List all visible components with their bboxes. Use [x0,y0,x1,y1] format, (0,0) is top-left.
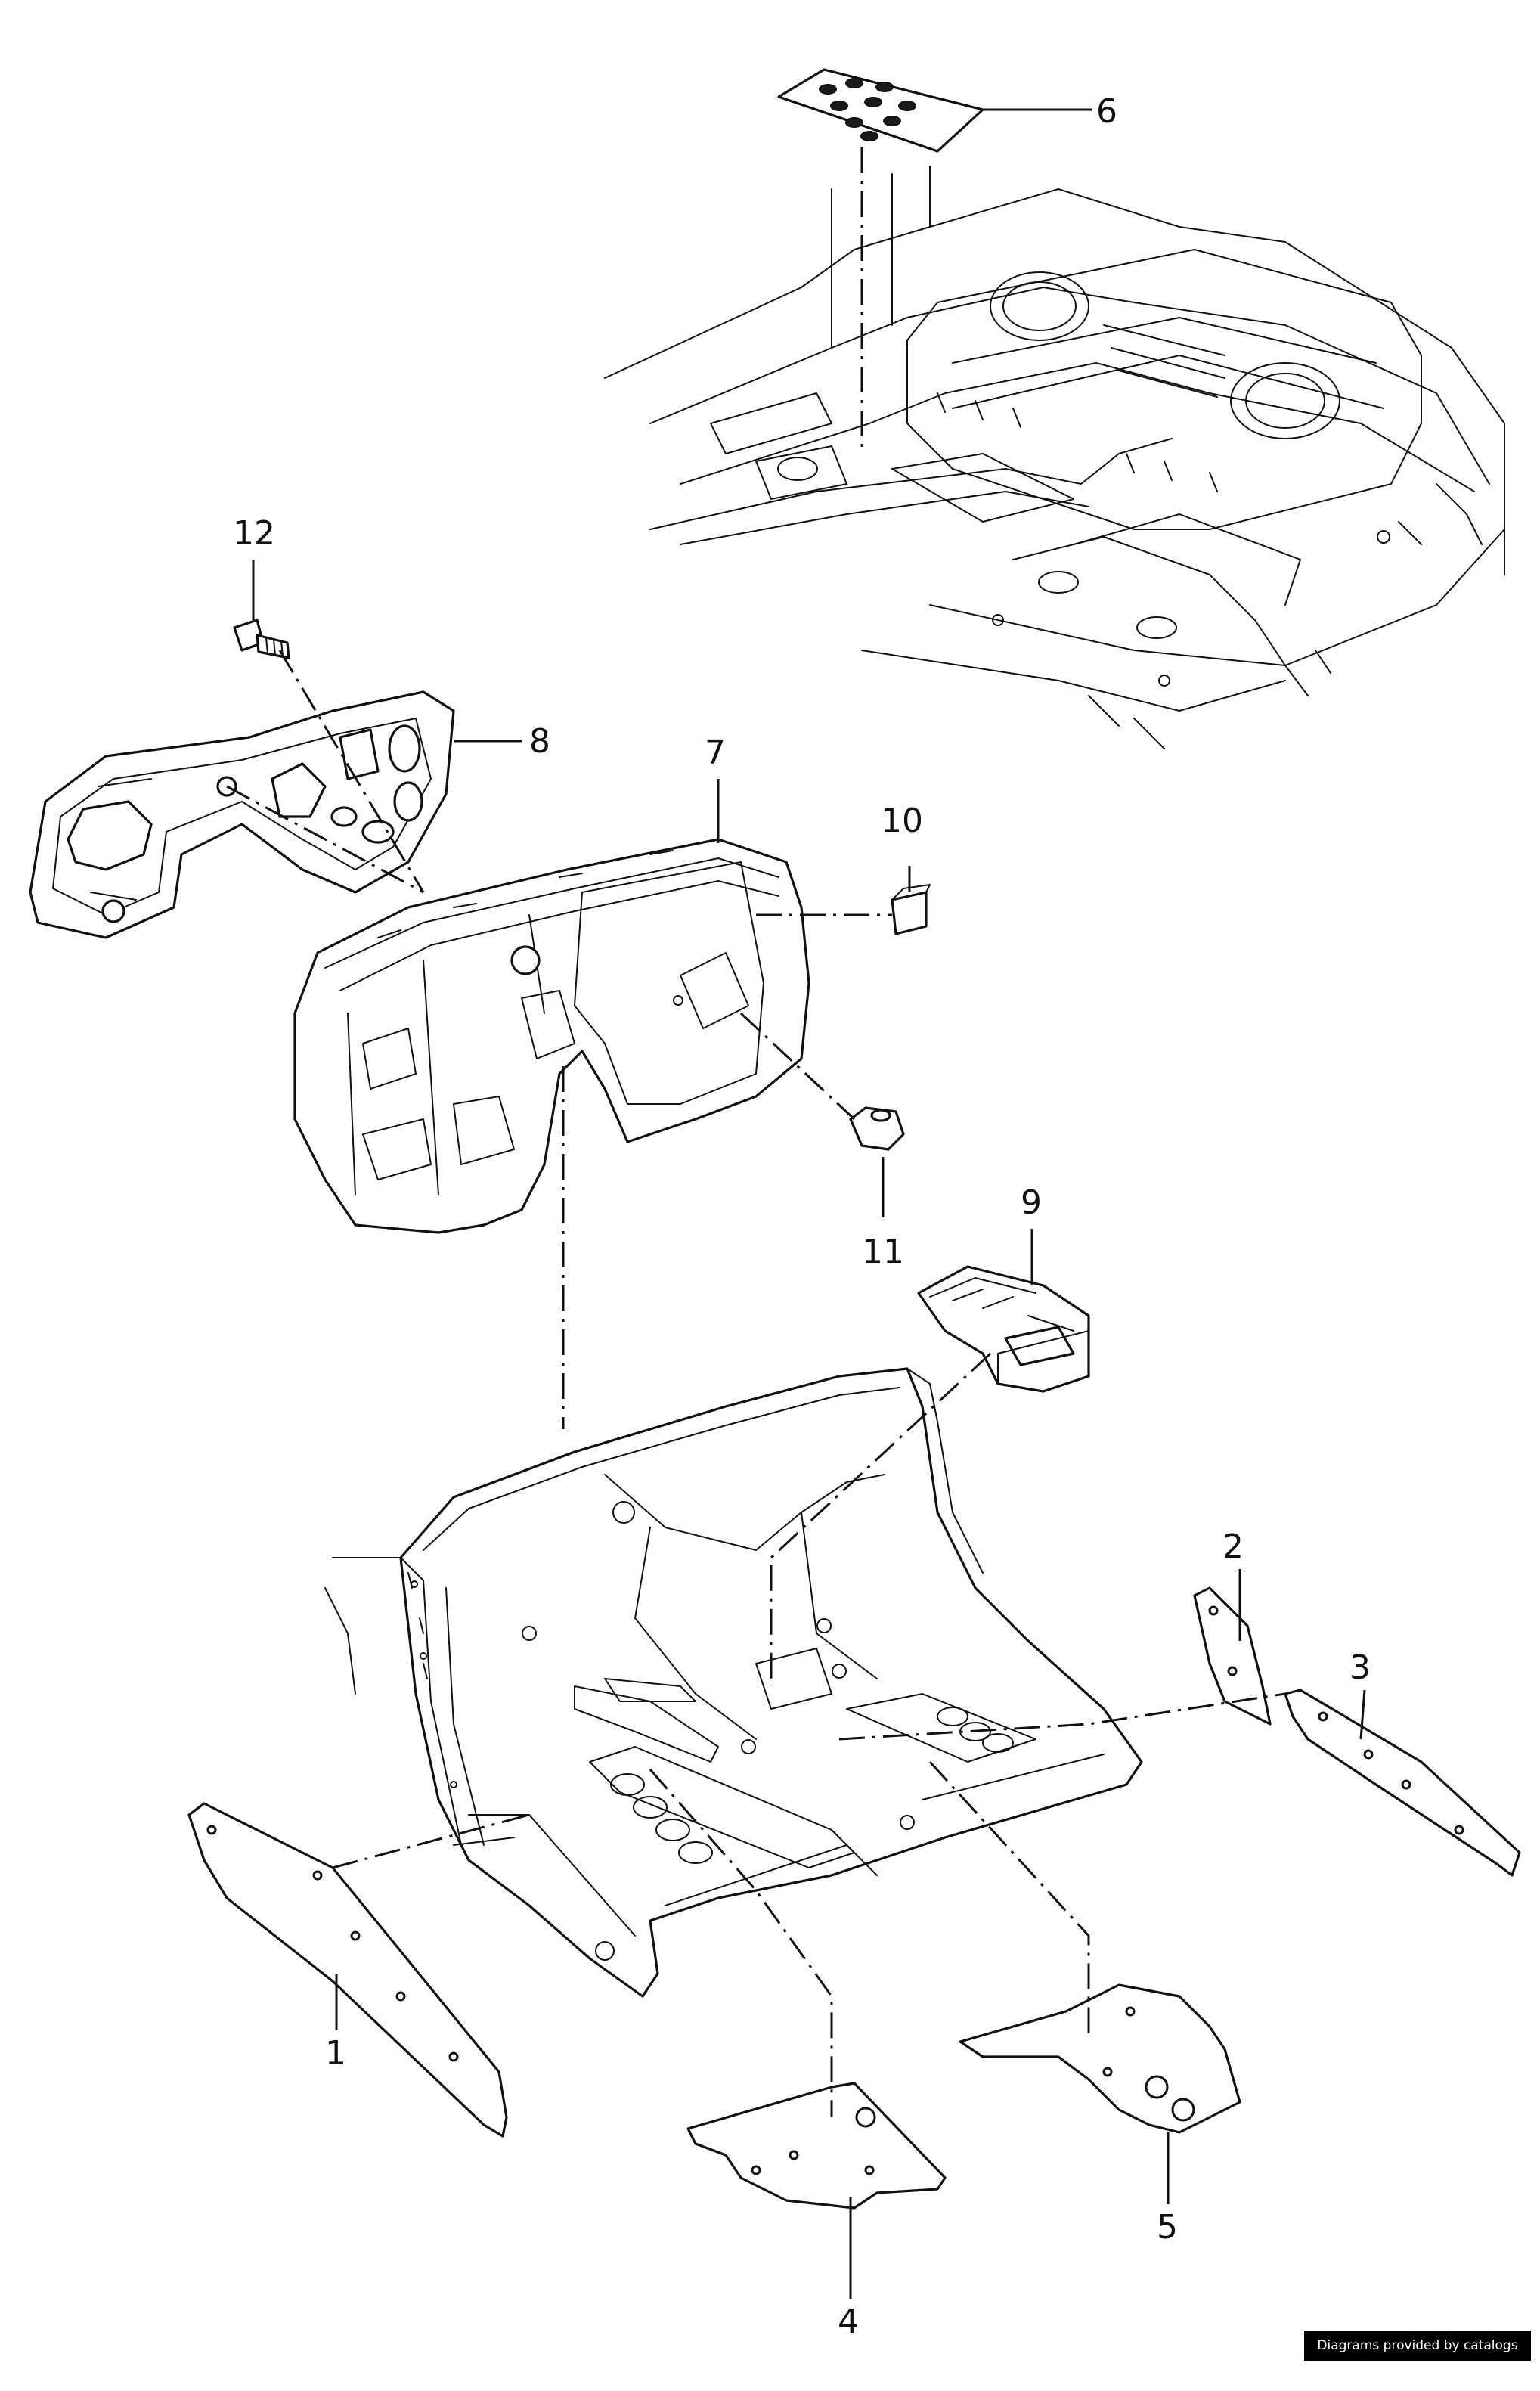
part-1-side-strip [187,1802,508,2138]
callout-11: 11 [862,1233,904,1271]
callout-3: 3 [1349,1648,1371,1687]
rear-floor-assembly [604,166,1505,749]
part-5-floor-panel [959,1983,1241,2134]
callout-12: 12 [233,514,275,553]
part-7-bulkhead [293,838,810,1234]
callout-10: 10 [881,802,923,840]
part-3-side-strip [1284,1689,1521,1877]
callout-9: 9 [1021,1183,1042,1222]
callout-7: 7 [705,733,726,772]
part-10-clip [891,884,931,935]
part-2-small-panel [1193,1586,1272,1726]
credit-banner: Diagrams provided by catalogs parts [1304,2331,1531,2383]
part-6-perforated-plate [777,68,984,153]
leader-lines [252,108,1366,2299]
part-11-plug [849,1106,905,1151]
callout-4: 4 [838,2303,859,2341]
part-8-damping-panel [29,690,455,939]
callout-5: 5 [1157,2208,1178,2247]
assembly-lines [226,147,1286,2117]
callout-1: 1 [325,2034,346,2073]
part-4-floor-panel [686,2082,947,2210]
body-shell-front-floor [324,1367,1143,1998]
callout-labels: 6 12 8 7 10 11 9 2 3 1 5 4 [233,92,1371,2341]
callout-6: 6 [1096,92,1117,131]
callout-2: 2 [1222,1527,1244,1566]
part-9-bracket [917,1265,1090,1393]
callout-8: 8 [529,722,550,761]
